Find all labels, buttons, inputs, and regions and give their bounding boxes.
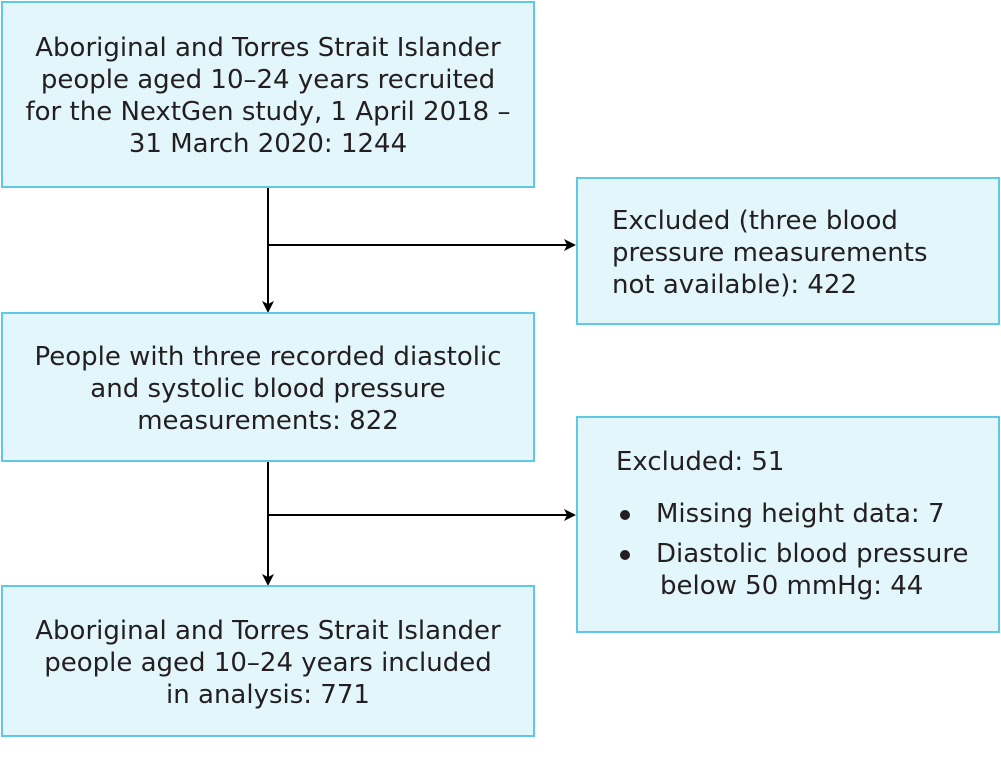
measurements-text: People with three recorded diastolic and…	[3, 341, 533, 437]
excluded-bp-line: Excluded (three blood	[612, 206, 898, 236]
measurements-line: measurements: 822	[137, 406, 399, 436]
recruited-box: Aboriginal and Torres Strait Islander pe…	[1, 1, 535, 188]
included-box: Aboriginal and Torres Strait Islander pe…	[1, 585, 535, 737]
included-line: Aboriginal and Torres Strait Islander	[35, 616, 501, 646]
excluded-reason-item: Diastolic blood pressure below 50 mmHg: …	[616, 538, 996, 602]
excluded-bp-text: Excluded (three blood pressure measureme…	[612, 205, 998, 301]
excluded-bp-box: Excluded (three blood pressure measureme…	[576, 177, 1000, 325]
excluded-bp-line: not available): 422	[612, 270, 857, 300]
excluded-reasons-list: Missing height data: 7 Diastolic blood p…	[616, 498, 996, 602]
excluded-reason-line: below 50 mmHg: 44	[660, 571, 924, 601]
excluded-bp-line: pressure measurements	[612, 238, 928, 268]
excluded-reason-line: Missing height data: 7	[656, 499, 945, 529]
measurements-line: People with three recorded diastolic	[34, 342, 502, 372]
recruited-line: 31 March 2020: 1244	[128, 129, 408, 159]
recruited-line: people aged 10–24 years recruited	[40, 65, 496, 95]
excluded-other-box: Excluded: 51 Missing height data: 7 Dias…	[576, 416, 1000, 633]
bullet-icon	[620, 550, 630, 560]
excluded-reason-line: Diastolic blood pressure	[656, 539, 969, 569]
recruited-text: Aboriginal and Torres Strait Islander pe…	[3, 32, 533, 160]
measurements-line: and systolic blood pressure	[90, 374, 446, 404]
recruited-line: Aboriginal and Torres Strait Islander	[35, 33, 501, 63]
included-line: people aged 10–24 years included	[44, 648, 492, 678]
measurements-box: People with three recorded diastolic and…	[1, 312, 535, 462]
bullet-icon	[620, 510, 630, 520]
recruited-line: for the NextGen study, 1 April 2018 –	[25, 97, 511, 127]
included-line: in analysis: 771	[166, 680, 370, 710]
included-text: Aboriginal and Torres Strait Islander pe…	[3, 615, 533, 711]
excluded-reason-item: Missing height data: 7	[616, 498, 996, 530]
excluded-other-title: Excluded: 51	[616, 447, 785, 477]
